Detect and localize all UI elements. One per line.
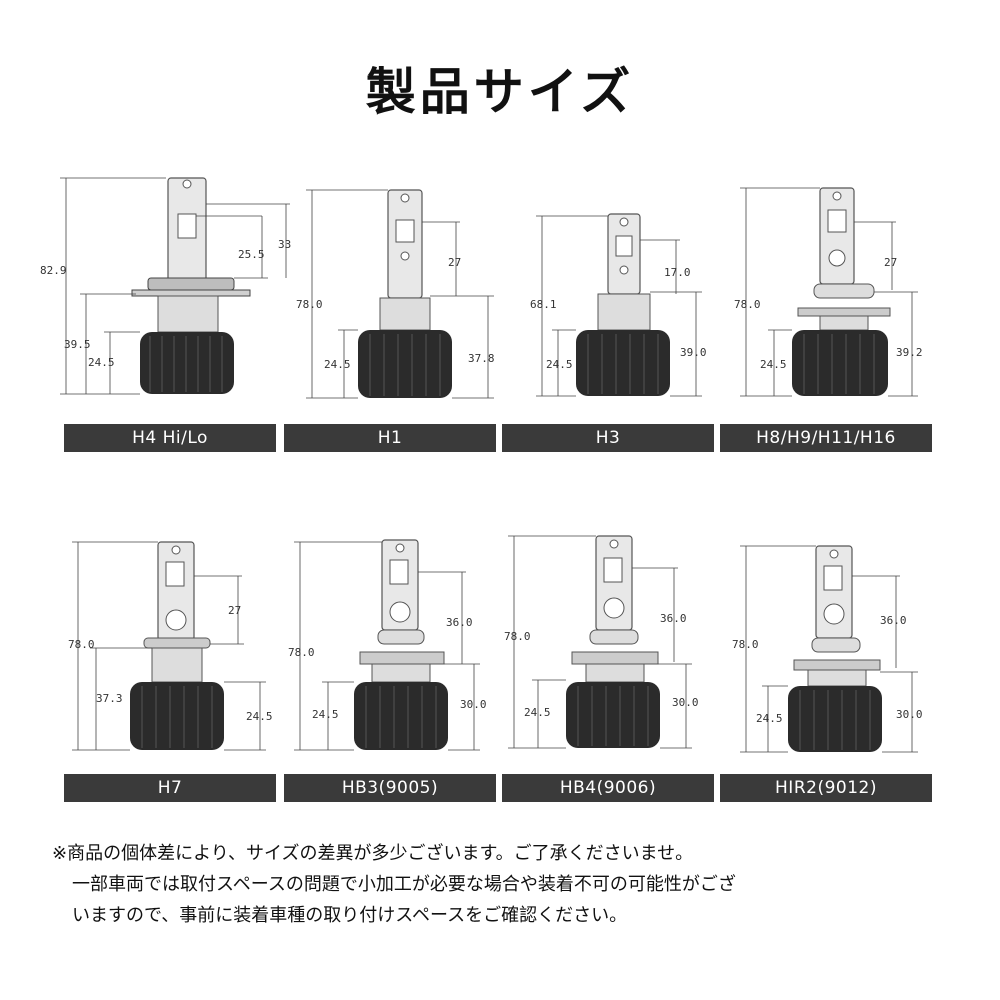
- dim-total-height: 68.1: [530, 298, 557, 311]
- bulb-hb3: 78.0 24.5 36.0 30.0 HB3(9005): [284, 528, 496, 828]
- bulb-h1-diagram: 78.0 24.5 27 37.8: [296, 189, 495, 399]
- bulb-h3-diagram: 68.1 24.5 17.0 39.0: [530, 213, 707, 397]
- bulb-hir2-diagram: 78.0 24.5 36.0 30.0: [732, 545, 923, 753]
- bulb-drawing: [576, 213, 670, 396]
- dim-total-height: 78.0: [68, 638, 95, 651]
- note-line-1: ※商品の個体差により、サイズの差異が多少ございます。ご了承くださいませ。: [52, 843, 694, 864]
- bulb-h3: 68.1 24.5 17.0 39.0 H3: [502, 170, 714, 470]
- bulb-h8-h9-h11-h16: 78.0 24.5 27 39.2 H8/H9/H11/H16: [720, 170, 932, 470]
- dim-heatsink-height: 24.5: [324, 358, 351, 371]
- dim-lower-height: 37.3: [96, 692, 123, 705]
- bulb-drawing: [131, 177, 251, 394]
- bulb-hir2: 78.0 24.5 36.0 30.0 HIR2(9012): [720, 528, 932, 828]
- bulb-hb4-diagram: 78.0 24.5 36.0 30.0: [504, 535, 699, 749]
- dim-heatsink-height: 24.5: [760, 358, 787, 371]
- bulb-h7-diagram: 78.0 37.3 27 24.5: [68, 541, 273, 751]
- bulb-drawing: [566, 535, 660, 748]
- dim-upper-height: 36.0: [880, 614, 907, 627]
- bulb-drawing: [130, 541, 224, 750]
- dim-upper-height: 36.0: [446, 616, 473, 629]
- dim-lower-height: 30.0: [460, 698, 487, 711]
- dim-heatsink-height: 24.5: [756, 712, 783, 725]
- bulb-h4-diagram: 82.9 39.5 24.5 25.5 33: [40, 177, 291, 395]
- bulb-label: H4 Hi/Lo: [64, 424, 276, 452]
- dim-upper-height: 27: [228, 604, 241, 617]
- bulb-drawing: [354, 539, 448, 750]
- bulb-label: HIR2(9012): [720, 774, 932, 802]
- dim-heatsink-height: 24.5: [312, 708, 339, 721]
- bulb-drawing: [358, 189, 452, 398]
- bulb-h4: 82.9 39.5 24.5 25.5 33 H4 Hi/Lo: [40, 170, 291, 470]
- bulb-h1: 78.0 24.5 27 37.8 H1: [284, 170, 496, 470]
- dim-upper-outer: 33: [278, 238, 291, 251]
- bulb-label: HB4(9006): [502, 774, 714, 802]
- dim-upper-height: 27: [448, 256, 461, 269]
- dim-upper-height: 17.0: [664, 266, 691, 279]
- dim-upper-height: 36.0: [660, 612, 687, 625]
- dim-total-height: 82.9: [40, 264, 67, 277]
- dim-heatsink-height: 24.5: [524, 706, 551, 719]
- dim-total-height: 78.0: [288, 646, 315, 659]
- dim-total-height: 78.0: [734, 298, 761, 311]
- dim-upper-inner: 25.5: [238, 248, 265, 261]
- dim-total-height: 78.0: [732, 638, 759, 651]
- dim-lower-height: 39.5: [64, 338, 91, 351]
- bulb-drawing: [788, 545, 882, 752]
- disclaimer-note: ※商品の個体差により、サイズの差異が多少ございます。ご了承くださいませ。 一部車…: [52, 838, 972, 931]
- dim-total-height: 78.0: [504, 630, 531, 643]
- dimension-lines: [60, 177, 290, 395]
- bulb-h8-h9-h11-h16-diagram: 78.0 24.5 27 39.2: [734, 187, 923, 397]
- bulb-label: H7: [64, 774, 276, 802]
- bulb-label: H8/H9/H11/H16: [720, 424, 932, 452]
- note-line-3: いますので、事前に装着車種の取り付けスペースをご確認ください。: [72, 905, 628, 926]
- bulb-label: H1: [284, 424, 496, 452]
- dim-lower-height: 30.0: [672, 696, 699, 709]
- dim-heatsink-height: 24.5: [546, 358, 573, 371]
- bulb-label: HB3(9005): [284, 774, 496, 802]
- dim-upper-height: 27: [884, 256, 897, 269]
- dim-lower-height: 39.2: [896, 346, 923, 359]
- dim-heatsink-height: 24.5: [88, 356, 115, 369]
- dim-lower-height: 39.0: [680, 346, 707, 359]
- note-line-2: 一部車両では取付スペースの問題で小加工が必要な場合や装着不可の可能性がござ: [72, 874, 736, 895]
- dim-heatsink-height: 24.5: [246, 710, 273, 723]
- dim-lower-height: 30.0: [896, 708, 923, 721]
- page-title: 製品サイズ: [365, 62, 635, 121]
- bulb-label: H3: [502, 424, 714, 452]
- bulb-hb3-diagram: 78.0 24.5 36.0 30.0: [288, 539, 487, 751]
- bulb-hb4: 78.0 24.5 36.0 30.0 HB4(9006): [502, 528, 714, 828]
- dim-total-height: 78.0: [296, 298, 323, 311]
- bulb-drawing: [792, 187, 891, 396]
- dim-lower-height: 37.8: [468, 352, 495, 365]
- bulb-h7: 78.0 37.3 27 24.5 H7: [64, 528, 278, 828]
